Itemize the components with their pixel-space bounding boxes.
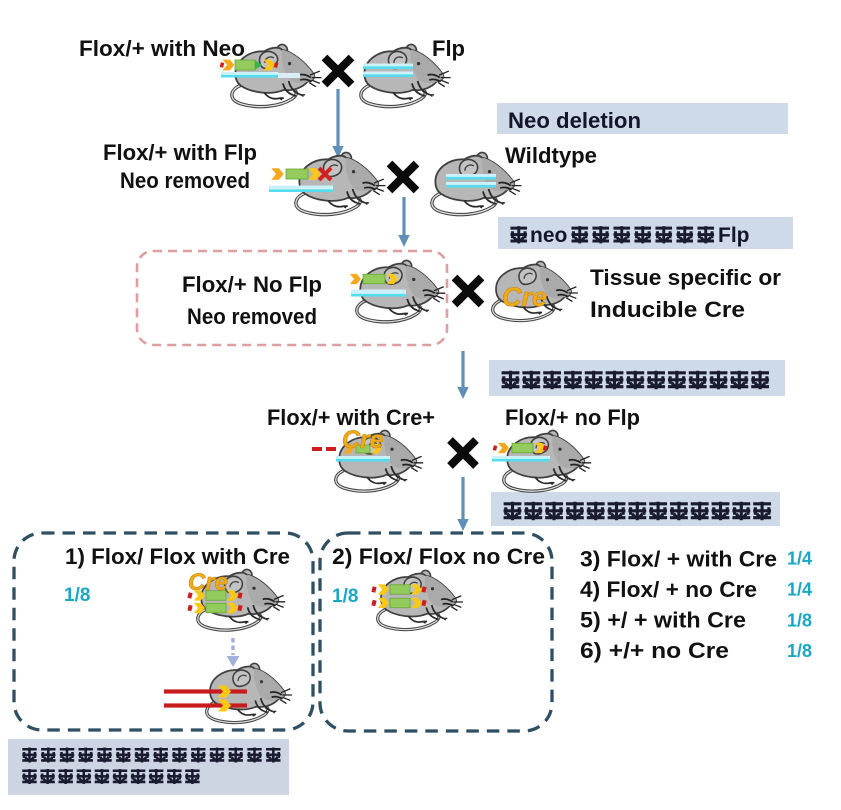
svg-text:Wildtype: Wildtype [505, 143, 597, 168]
svg-text:1/8: 1/8 [332, 586, 358, 607]
svg-text:Neo removed: Neo removed [120, 168, 250, 193]
svg-text:1) Flox/ Flox with Cre: 1) Flox/ Flox with Cre [65, 544, 290, 569]
svg-text:Flox/+ no Flp: Flox/+ no Flp [505, 405, 640, 430]
svg-text:Flox/+ with Neo: Flox/+ with Neo [79, 36, 245, 61]
svg-text:5) +/ + with Cre: 5) +/ + with Cre [580, 608, 746, 633]
svg-text:Tissue specific or: Tissue specific or [590, 265, 781, 290]
svg-text:1/8: 1/8 [64, 585, 90, 606]
svg-text:4) Flox/ + no Cre: 4) Flox/ + no Cre [580, 577, 757, 602]
svg-text:2) Flox/ Flox no Cre: 2) Flox/ Flox no Cre [332, 544, 545, 569]
svg-text:Cre: Cre [342, 426, 384, 454]
svg-text:Flox/+ No Flp: Flox/+ No Flp [182, 272, 322, 297]
svg-text:1/4: 1/4 [787, 549, 812, 569]
svg-text:1/8: 1/8 [787, 611, 812, 631]
svg-text:neo: neo [530, 224, 567, 247]
svg-text:1/4: 1/4 [787, 580, 812, 600]
svg-text:Flp: Flp [718, 224, 750, 247]
svg-text:Neo removed: Neo removed [187, 304, 317, 329]
svg-text:Cre: Cre [188, 569, 228, 596]
svg-text:Flp: Flp [432, 36, 465, 61]
svg-text:Cre: Cre [502, 282, 547, 312]
svg-text:1/8: 1/8 [787, 641, 812, 661]
svg-text:Flox/+ with Flp: Flox/+ with Flp [103, 140, 257, 165]
svg-text:3) Flox/ + with Cre: 3) Flox/ + with Cre [580, 547, 777, 572]
svg-text:Inducible Cre: Inducible Cre [590, 297, 745, 322]
svg-text:6) +/+ no Cre: 6) +/+ no Cre [580, 638, 729, 663]
svg-text:Neo deletion: Neo deletion [508, 108, 641, 133]
svg-text:Flox/+ with Cre+: Flox/+ with Cre+ [267, 405, 435, 430]
